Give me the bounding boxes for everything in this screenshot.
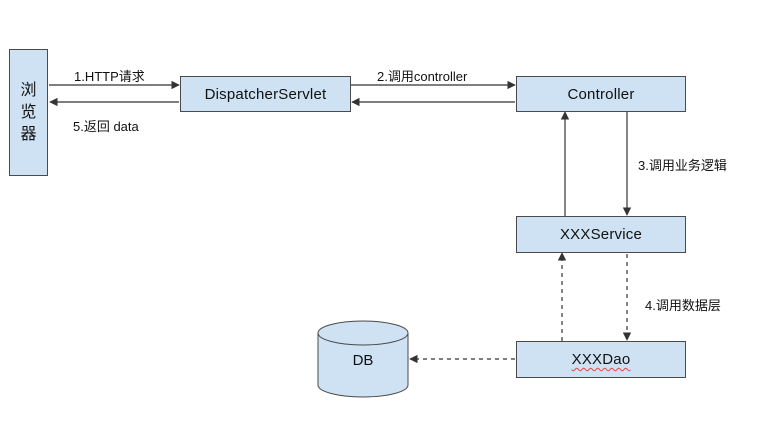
dispatcher-servlet-node: DispatcherServlet bbox=[180, 76, 351, 112]
edge-label-call-data-layer: 4.调用数据层 bbox=[645, 298, 721, 313]
edge-label-return-data: 5.返回 data bbox=[73, 119, 139, 134]
service-node: XXXService bbox=[516, 216, 686, 253]
browser-node: 浏览器 bbox=[9, 49, 48, 176]
controller-node: Controller bbox=[516, 76, 686, 112]
db-cylinder-icon bbox=[317, 320, 409, 398]
dao-label: XXXDao bbox=[571, 351, 631, 368]
service-label: XXXService bbox=[559, 226, 643, 243]
edge-label-call-business: 3.调用业务逻辑 bbox=[638, 158, 727, 173]
controller-label: Controller bbox=[567, 85, 635, 103]
browser-label: 浏览器 bbox=[20, 81, 37, 143]
dao-node: XXXDao bbox=[516, 341, 686, 378]
dispatcher-servlet-label: DispatcherServlet bbox=[204, 85, 327, 103]
edge-label-http-request: 1.HTTP请求 bbox=[74, 69, 145, 84]
db-label: DB bbox=[352, 352, 374, 369]
edge-label-call-controller: 2.调用controller bbox=[377, 69, 468, 84]
